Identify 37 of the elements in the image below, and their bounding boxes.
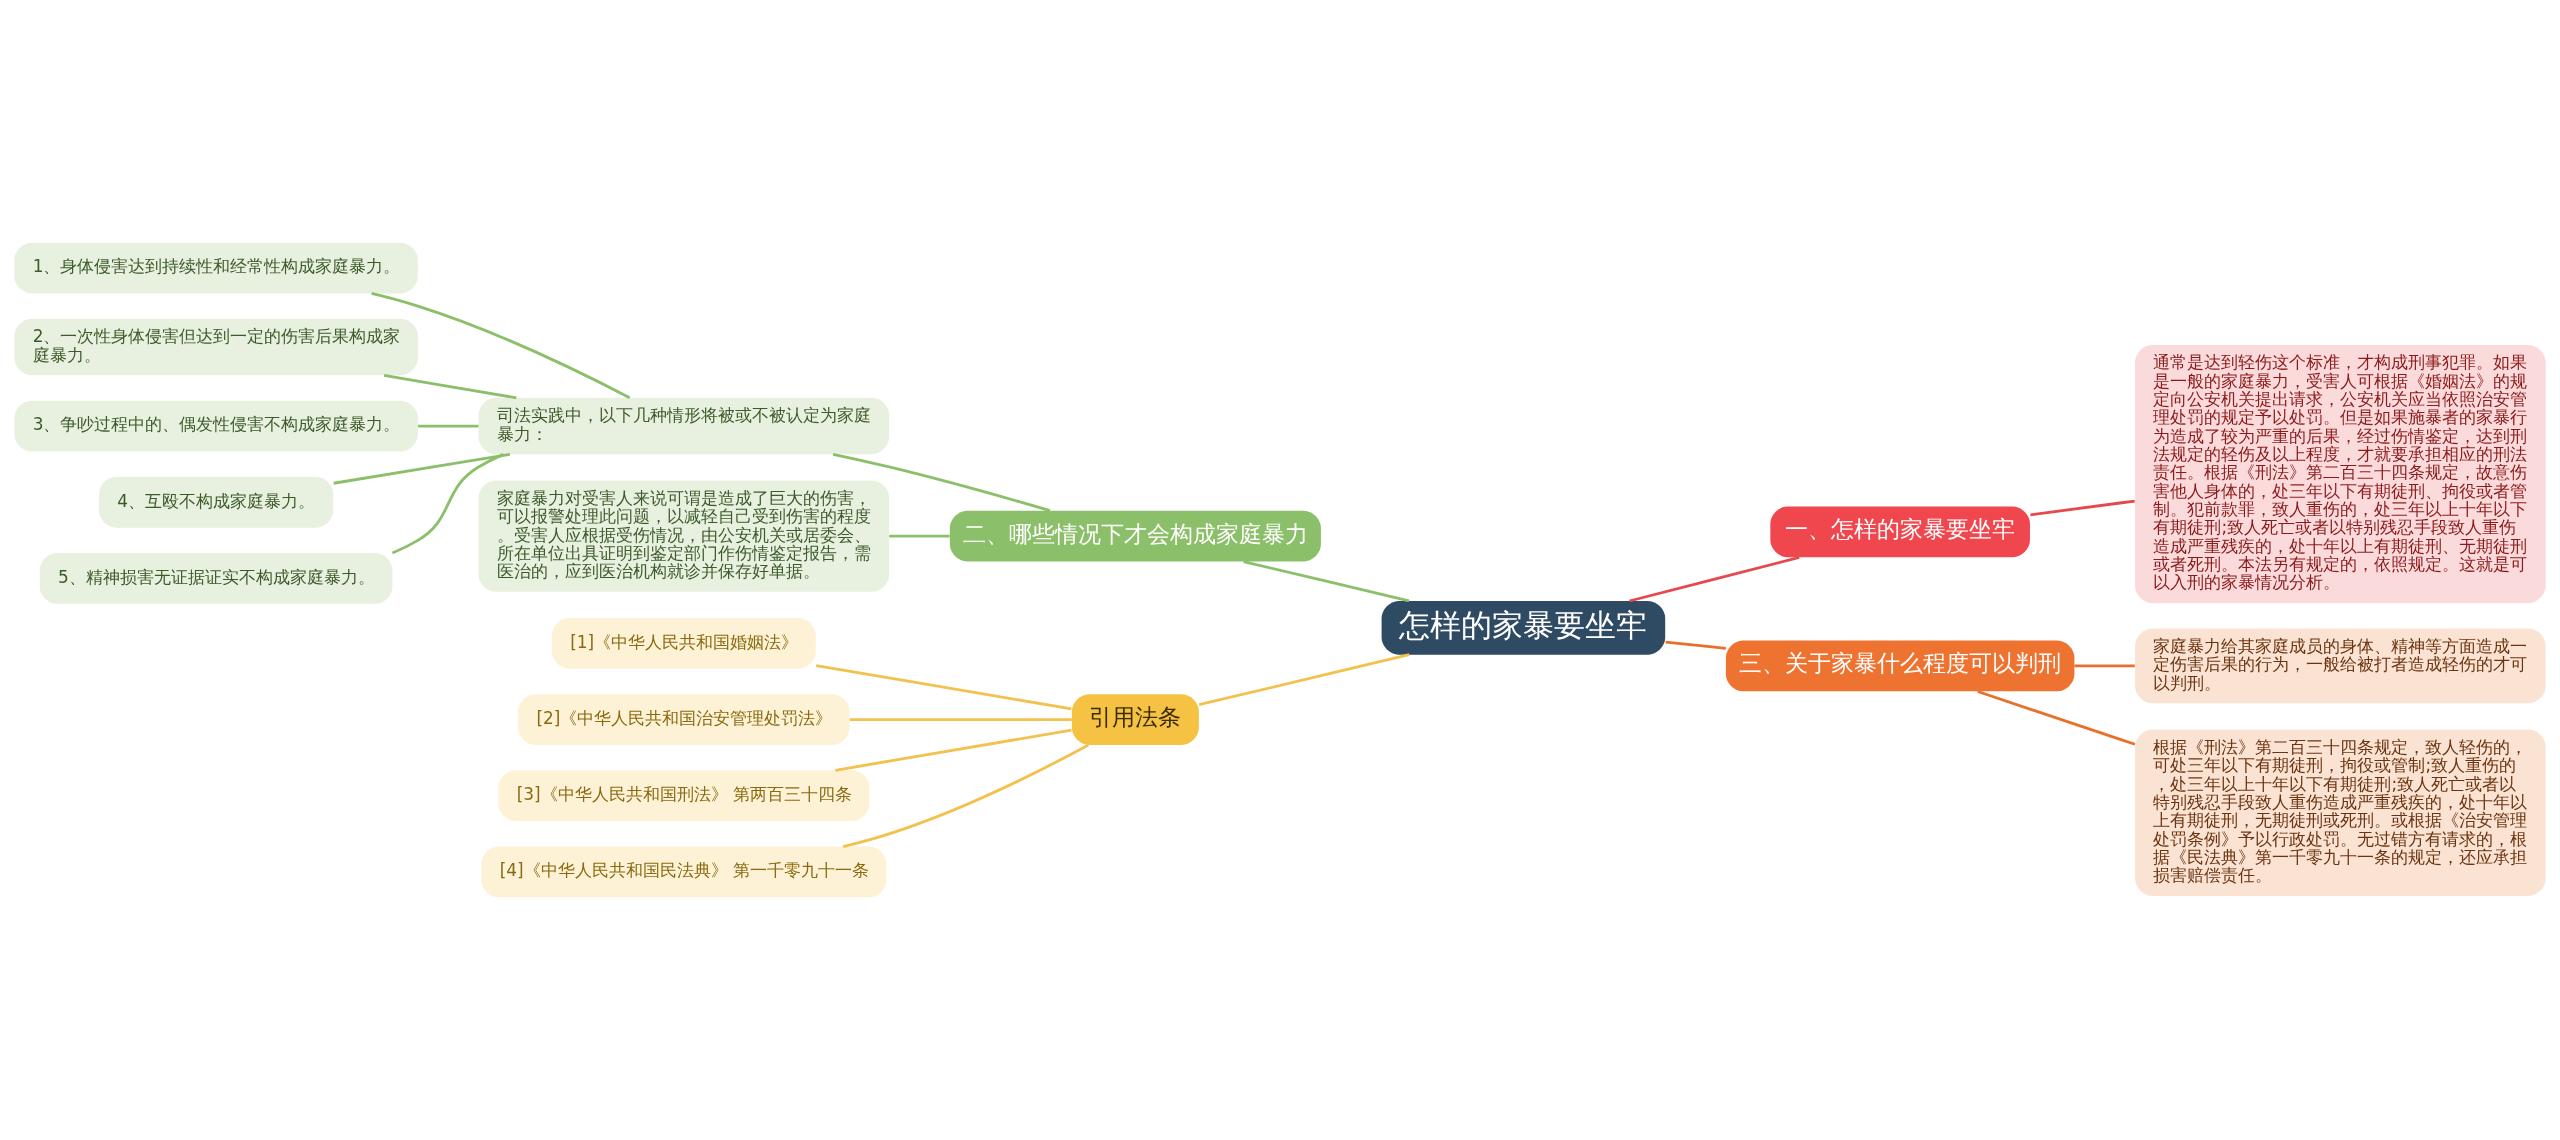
node-box: 家庭暴力对受害人来说可谓是造成了巨大的伤害，可以报警处理此问题，以减轻自己受到伤害的程度。受害人应根据受伤情况，由公安机关或居委会、所在单位出具证明到鉴定部门作伤情鉴定报告，需医治的，应到医治机构就诊并保存好单据。: [478, 480, 890, 592]
node-box: 通常是达到轻伤这个标准，才构成刑事犯罪。如果是一般的家庭暴力，受害人可根据《婚姻法》的规定向公安机关提出请求，公安机关应当依照治安管理处罚的规定予以处罚。但是如果施暴者的家暴行为造成了较为严重的后果，经过伤情鉴定，达到刑法规定的轻伤及以上程度，才就要承担相应的刑法责任。根据《刑法》第二百三十四条规定，故意伤害他人身体的，处三年以下有期徒刑、拘役或者管制。犯前款罪，致人重伤的，处三年以上十年以下有期徒刑;致人死亡或者以特别残忍手段致人重伤造成严重残疾的，处十年以上有期徒刑、无期徒刑或者死刑。本法另有规定的，依照规定。这就是可以入刑的家暴情况分析。: [2135, 344, 2546, 604]
node-box: 5、精神损害无证据证实不构成家庭暴力。: [39, 553, 393, 604]
node-box: 2、一次性身体侵害但达到一定的伤害后果构成家庭暴力。: [14, 318, 418, 376]
connector: [418, 424, 479, 428]
node-box: 4、互殴不构成家庭暴力。: [99, 476, 334, 528]
node-box: 二、哪些情况下才会构成家庭暴力: [949, 510, 1321, 562]
connector: [816, 664, 1072, 711]
node-box: 根据《刑法》第二百三十四条规定，致人轻伤的，可处三年以下有期徒刑，拘役或管制;致人重伤的，处三年以上十年以下有期徒刑;致人死亡或者以特别残忍手段致人重伤造成严重残疾的，处十年以上有期徒刑，无期徒刑或死刑。或根据《治安管理处罚条例》予以行政处罚。无过错方有请求的，根据《民法典》第一千零九十一条的规定，还应承担损害赔偿责任。: [2135, 729, 2546, 896]
connector: [2074, 664, 2135, 668]
connector: [1243, 560, 1410, 603]
connector: [1198, 653, 1410, 707]
node-box: 1、身体侵害达到持续性和经常性构成家庭暴力。: [14, 242, 418, 294]
connector: [333, 452, 511, 485]
connector: [835, 728, 1072, 772]
connector: [371, 292, 631, 399]
node-box: [4]《中华人民共和国民法典》 第一千零九十一条: [481, 846, 887, 898]
node-box: 家庭暴力给其家庭成员的身体、精神等方面造成一定伤害后果的行为，一般给被打者造成轻伤的才可以判刑。: [2135, 628, 2546, 704]
connector: [849, 718, 1072, 721]
connector: [383, 373, 517, 400]
connector: [391, 453, 504, 555]
connector: [832, 452, 1051, 513]
connector: [1977, 690, 2136, 746]
node-box: 一、怎样的家暴要坐牢: [1770, 506, 2030, 558]
node-box: 怎样的家暴要坐牢: [1381, 601, 1666, 655]
connector: [842, 743, 1090, 848]
node-box: 司法实践中，以下几种情形将被或不被认定为家庭暴力：: [478, 397, 890, 455]
node-box: 引用法条: [1071, 694, 1199, 745]
node-box: [3]《中华人民共和国刑法》 第两百三十四条: [498, 770, 870, 822]
node-box: 3、争吵过程中的、偶发性侵害不构成家庭暴力。: [14, 400, 418, 452]
node-box: 三、关于家暴什么程度可以判刑: [1725, 640, 2075, 692]
connector: [889, 534, 950, 538]
node-box: [1]《中华人民共和国婚姻法》: [551, 617, 816, 669]
connector: [2030, 499, 2135, 517]
node-box: [2]《中华人民共和国治安管理处罚法》: [518, 694, 850, 745]
connector: [1629, 556, 1800, 603]
connector: [1665, 640, 1727, 650]
